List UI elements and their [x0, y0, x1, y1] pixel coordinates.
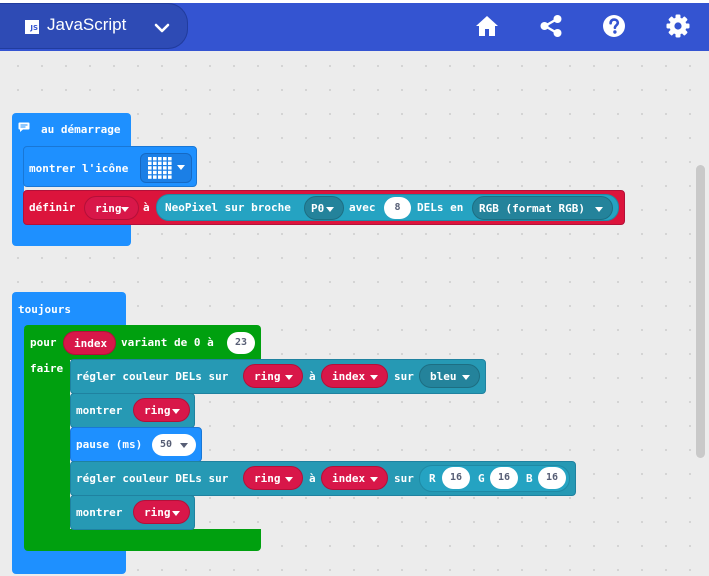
- neopixel-pin-label: NeoPixel sur broche: [165, 201, 291, 214]
- index-name: index: [332, 370, 366, 383]
- dropdown-caret-icon: [370, 375, 378, 380]
- do-label: faire: [30, 362, 64, 375]
- strip-name: ring: [144, 404, 171, 417]
- dropdown-caret-icon: [370, 477, 378, 482]
- strip-name: ring: [254, 472, 281, 485]
- vertical-scrollbar[interactable]: [696, 165, 705, 458]
- javascript-label[interactable]: JavaScript: [47, 15, 127, 34]
- at-label: à: [309, 370, 316, 383]
- set-label: définir: [29, 201, 76, 214]
- pause-label: pause (ms): [76, 438, 143, 451]
- javascript-icon: JS: [25, 20, 39, 34]
- mode-dropdown[interactable]: RGB (format RGB): [472, 196, 613, 220]
- strip-dropdown-ring[interactable]: ring: [243, 364, 303, 388]
- dropdown-caret-icon: [326, 207, 334, 212]
- forever-hat[interactable]: [12, 292, 126, 328]
- dropdown-caret-icon: [177, 165, 185, 170]
- dropdown-caret-icon: [180, 443, 188, 448]
- strip-name: ring: [144, 506, 171, 519]
- at-label: à: [309, 472, 316, 485]
- top-toolbar: JS JavaScript: [0, 0, 709, 51]
- comment-icon[interactable]: [18, 122, 30, 132]
- share-icon[interactable]: [539, 14, 563, 38]
- on-start-body: [12, 145, 24, 225]
- dropdown-caret-icon: [121, 207, 129, 212]
- led-heart-icon: [148, 157, 172, 179]
- strip-dropdown-ring[interactable]: ring: [243, 466, 303, 490]
- index-name: index: [332, 472, 366, 485]
- set-pixel-label: régler couleur DELs sur: [76, 472, 229, 485]
- g-label: G: [478, 472, 485, 485]
- home-icon[interactable]: [475, 14, 499, 38]
- help-icon[interactable]: [602, 14, 626, 38]
- loop-variable-name: index: [74, 337, 108, 350]
- dropdown-caret-icon: [172, 511, 180, 516]
- show-label: montrer: [76, 506, 123, 519]
- with-label: avec: [349, 201, 376, 214]
- blue-value-input[interactable]: 16: [538, 467, 566, 489]
- dropdown-caret-icon: [172, 409, 180, 414]
- to-label: à: [143, 201, 150, 214]
- range-label: variant de 0 à: [121, 336, 214, 349]
- show-icon-label: montrer l'icône: [29, 162, 129, 175]
- on-start-hat[interactable]: [12, 113, 131, 151]
- pin-value: P0: [311, 202, 325, 215]
- forever-title: toujours: [18, 303, 71, 316]
- strip-name: ring: [254, 370, 281, 383]
- settings-gear-icon[interactable]: [666, 14, 690, 38]
- set-pixel-label: régler couleur DELs sur: [76, 370, 229, 383]
- b-label: B: [526, 472, 533, 485]
- for-loop-footer: [24, 529, 261, 551]
- led-count-input[interactable]: 8: [384, 197, 411, 219]
- for-loop-spine: [24, 355, 70, 535]
- on-start-title: au démarrage: [41, 123, 121, 136]
- index-variable-pill[interactable]: index: [321, 364, 388, 388]
- for-label: pour: [30, 336, 57, 349]
- loop-end-input[interactable]: 23: [227, 332, 255, 354]
- chevron-down-icon[interactable]: [154, 22, 170, 34]
- loop-variable-index[interactable]: index: [63, 331, 116, 355]
- dropdown-caret-icon: [462, 375, 470, 380]
- pause-ms-value: 50: [160, 439, 173, 450]
- index-variable-pill[interactable]: index: [321, 466, 388, 490]
- dropdown-caret-icon: [285, 375, 293, 380]
- red-value-input[interactable]: 16: [442, 467, 470, 489]
- strip-dropdown-ring[interactable]: ring: [133, 500, 190, 524]
- show-label: montrer: [76, 404, 123, 417]
- variable-name: ring: [95, 202, 122, 215]
- on-label: sur: [394, 472, 414, 485]
- color-dropdown[interactable]: bleu: [419, 364, 480, 388]
- strip-dropdown-ring[interactable]: ring: [133, 398, 190, 422]
- green-value-input[interactable]: 16: [490, 467, 518, 489]
- color-value: bleu: [430, 370, 457, 383]
- variable-dropdown-ring[interactable]: ring: [84, 196, 139, 220]
- dropdown-caret-icon: [285, 477, 293, 482]
- r-label: R: [429, 472, 436, 485]
- on-label: sur: [394, 370, 414, 383]
- pin-dropdown[interactable]: P0: [304, 196, 344, 220]
- dropdown-caret-icon: [595, 207, 603, 212]
- icon-picker-dropdown[interactable]: [140, 153, 192, 183]
- toolbar-top-edge: [0, 0, 709, 3]
- pause-ms-input[interactable]: 50: [152, 434, 196, 456]
- on-start-footer: [12, 221, 131, 246]
- forever-body: [12, 322, 24, 552]
- mode-value: RGB (format RGB): [479, 202, 585, 215]
- leds-in-label: DELs en: [417, 201, 464, 214]
